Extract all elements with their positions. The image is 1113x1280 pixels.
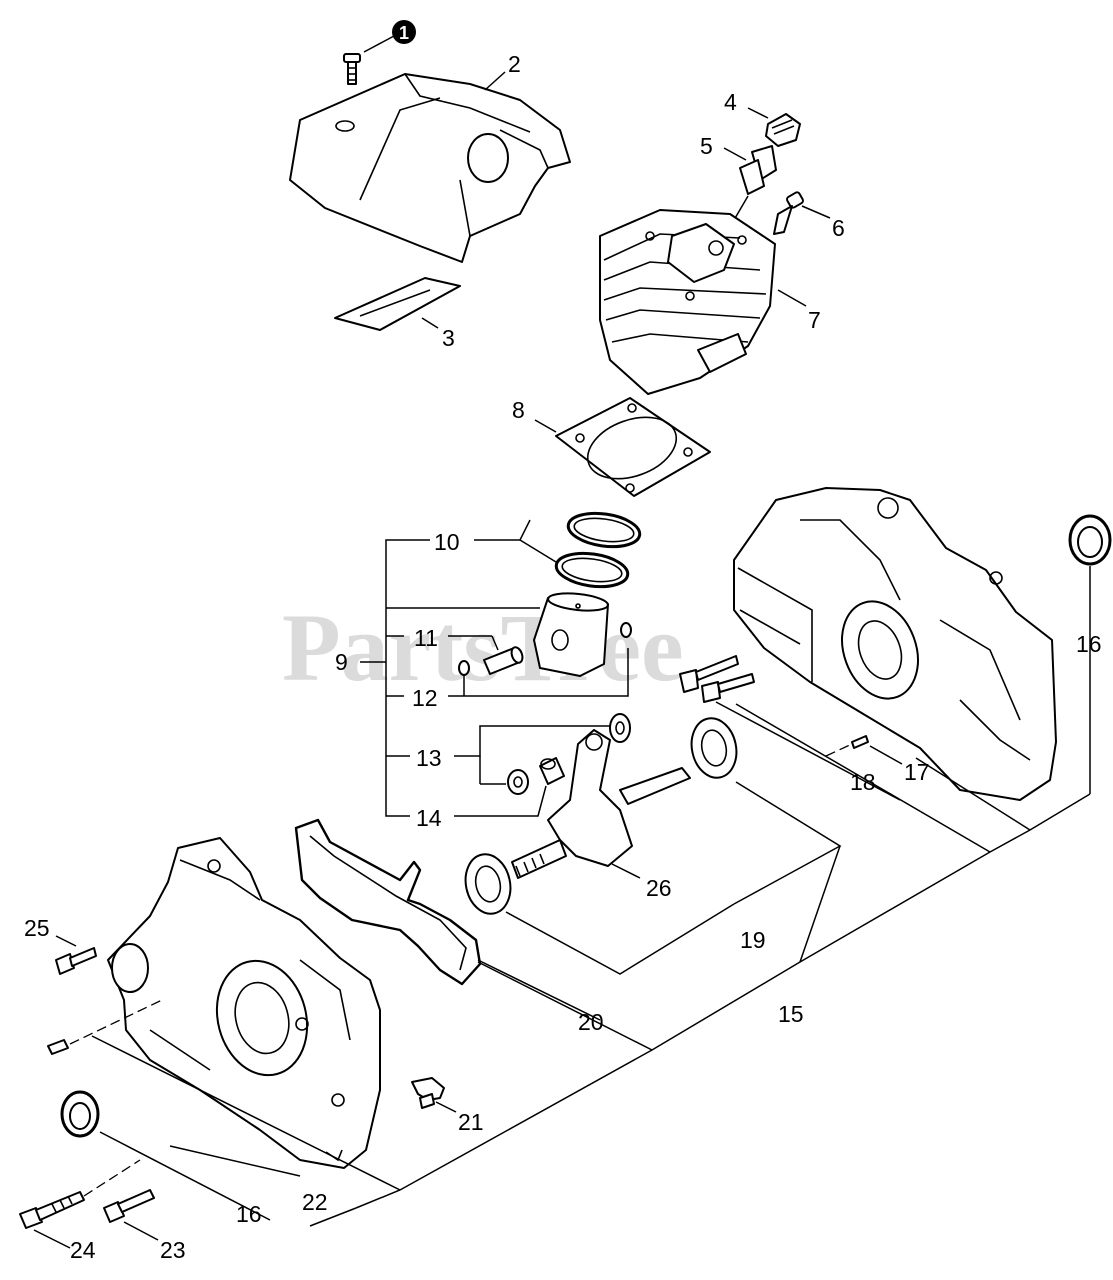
part-16-oil-seal-right[interactable] — [1068, 514, 1112, 566]
part-10-piston-rings[interactable] — [554, 509, 642, 591]
part-2-cylinder-cover[interactable] — [289, 73, 571, 263]
callout-badge-1[interactable]: 1 — [392, 20, 416, 44]
label-23: 23 — [160, 1237, 186, 1263]
label-15: 15 — [778, 1001, 804, 1027]
label-8: 8 — [512, 397, 525, 423]
part-7-cylinder[interactable] — [599, 209, 776, 395]
part-plug[interactable] — [47, 1039, 69, 1055]
label-10: 10 — [434, 529, 460, 555]
part-17-pin[interactable] — [851, 735, 869, 749]
label-9: 9 — [335, 649, 348, 675]
part-1-screw[interactable] — [343, 53, 361, 85]
label-14: 14 — [416, 805, 442, 831]
part-25-screw[interactable] — [55, 947, 97, 975]
label-4: 4 — [724, 89, 737, 115]
watermark: PartsTree ™ — [282, 594, 820, 701]
label-20: 20 — [578, 1009, 604, 1035]
label-24: 24 — [70, 1237, 96, 1263]
part-3-plate[interactable] — [334, 277, 461, 331]
part-20-crankcase-gasket[interactable] — [294, 818, 482, 986]
label-25: 25 — [24, 915, 50, 941]
label-17: 17 — [904, 759, 930, 785]
part-6-bolt[interactable] — [773, 191, 804, 235]
part-14-needle-bearing[interactable] — [539, 757, 565, 785]
label-11: 11 — [414, 625, 438, 651]
label-7: 7 — [808, 307, 821, 333]
part-9-bracket — [360, 519, 629, 817]
part-9-piston[interactable] — [533, 591, 609, 677]
label-21: 21 — [458, 1109, 484, 1135]
part-4-decompression-cap[interactable] — [765, 113, 801, 147]
part-11-piston-pin[interactable] — [483, 646, 524, 675]
label-26: 26 — [646, 875, 672, 901]
label-16-right: 16 — [1076, 631, 1102, 657]
part-22-crankcase-left[interactable] — [107, 837, 381, 1169]
label-2: 2 — [508, 51, 521, 77]
part-8-cylinder-gasket[interactable] — [555, 397, 711, 497]
label-13: 13 — [416, 745, 442, 771]
part-12-circlips[interactable] — [458, 622, 632, 676]
label-12: 12 — [412, 685, 438, 711]
part-19-bearings[interactable] — [460, 714, 742, 918]
part-16-oil-seal-left[interactable] — [60, 1090, 100, 1138]
label-22: 22 — [302, 1189, 328, 1215]
part-23-bolt[interactable] — [103, 1189, 155, 1223]
label-5: 5 — [700, 133, 713, 159]
part-21-fitting[interactable] — [411, 1077, 445, 1109]
label-16-left: 16 — [236, 1201, 262, 1227]
assembly-leader-lines — [91, 703, 1091, 1227]
part-24-bolt[interactable] — [19, 1191, 85, 1229]
part-18-bolts[interactable] — [679, 655, 755, 703]
part-13-thrust-washers[interactable] — [507, 713, 631, 795]
label-19: 19 — [740, 927, 766, 953]
label-1: 1 — [399, 23, 409, 43]
part-5-decompression-valve[interactable] — [739, 145, 777, 195]
label-6: 6 — [832, 215, 845, 241]
watermark-text: PartsTree — [282, 594, 684, 701]
label-3: 3 — [442, 325, 455, 351]
part-26-crankshaft[interactable] — [511, 729, 691, 879]
part-crankcase-right[interactable] — [733, 487, 1057, 801]
